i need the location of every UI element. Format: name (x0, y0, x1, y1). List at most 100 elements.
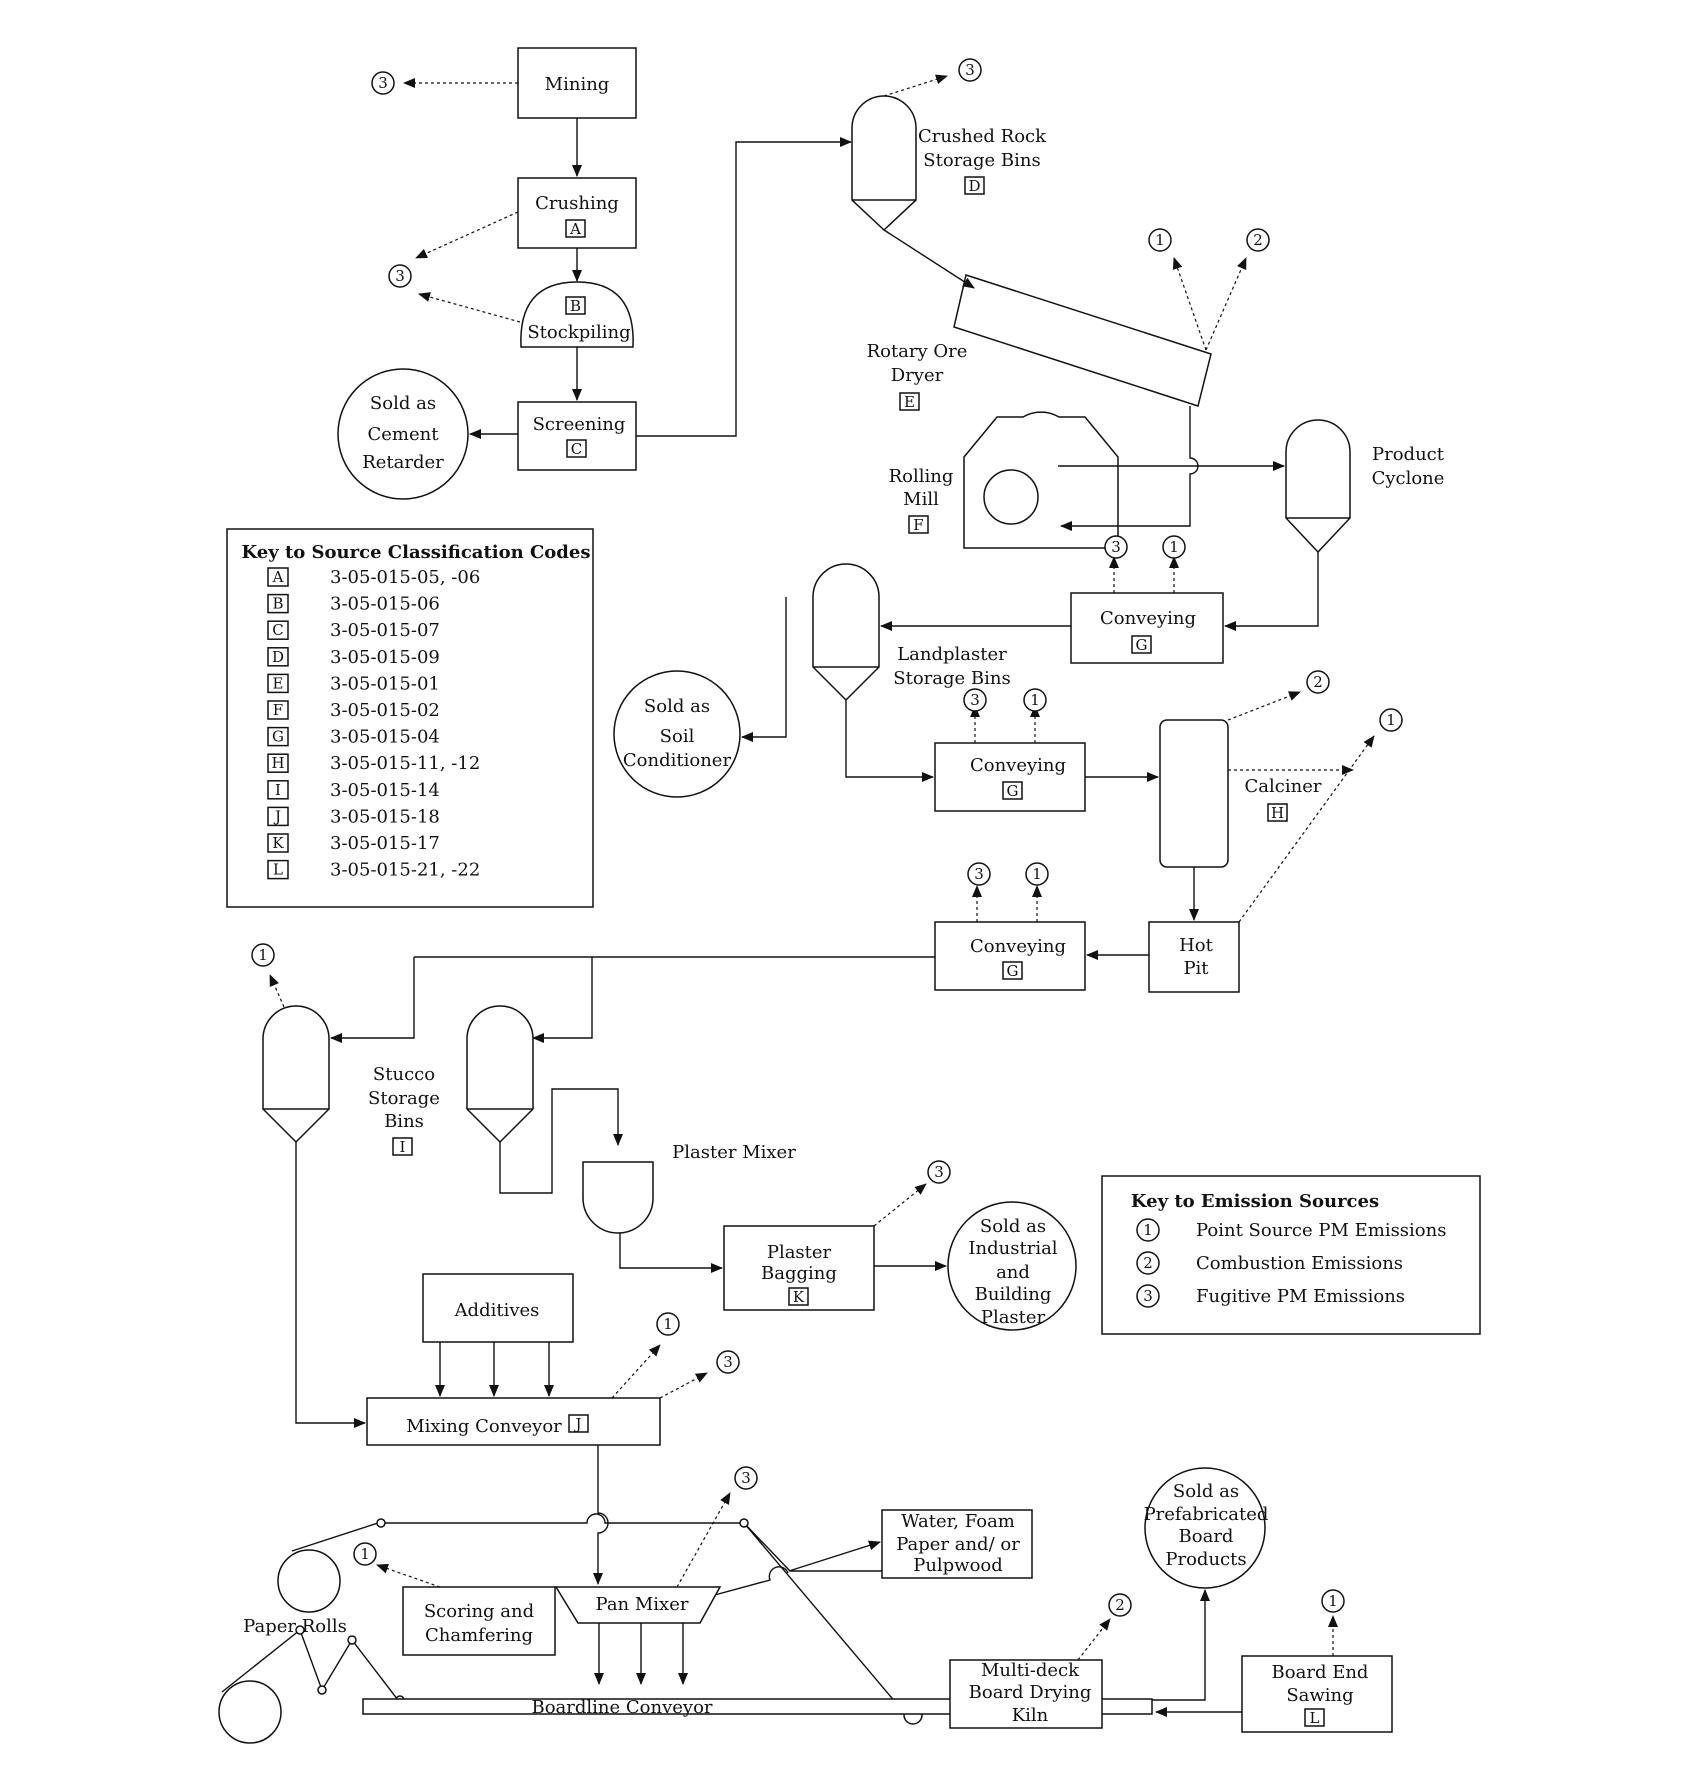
emission-marker-one: 1 (1162, 535, 1186, 559)
pan-mixer: Pan Mixer (554, 1586, 722, 1624)
scc-key-code: H (271, 754, 284, 772)
emission-marker-one: 1 (1379, 708, 1403, 732)
additives-box: Additives (422, 1273, 574, 1343)
plaster-bagging-box: Plaster Bagging K (723, 1225, 875, 1311)
scc-key-code: B (272, 595, 283, 613)
product-cyclone-label-1: Product (1372, 444, 1445, 465)
emission-key-number: 3 (1143, 1287, 1153, 1305)
scc-key-value: 3-05-015-04 (330, 727, 440, 748)
emission-marker-number: 3 (965, 61, 975, 79)
emission-key-label: Combustion Emissions (1196, 1253, 1403, 1274)
stucco-label-2: Storage (368, 1088, 440, 1109)
emission-key-label: Point Source PM Emissions (1196, 1220, 1446, 1241)
emission-key-number: 1 (1143, 1221, 1153, 1239)
conveying-box-upper: Conveying G (1070, 592, 1224, 664)
scc-key-value: 3-05-015-14 (330, 780, 440, 801)
prefab-board-line3: Board (1179, 1526, 1234, 1547)
emission-marker-three: 3 (927, 1160, 951, 1184)
emission-marker-number: 1 (1030, 691, 1040, 709)
industrial-plaster-product: Sold as Industrial and Building Plaster (947, 1201, 1077, 1331)
rotary-dryer-label-1: Rotary Ore (867, 341, 968, 362)
soil-conditioner-line1: Sold as (644, 696, 710, 717)
emission-marker-two: 2 (1306, 670, 1330, 694)
calciner-vessel (1159, 719, 1229, 868)
rolling-mill-label-1: Rolling (889, 466, 954, 487)
emission-marker-number: 1 (360, 1545, 370, 1563)
industrial-plaster-line2: Industrial (968, 1238, 1057, 1259)
screening-box: Screening C (517, 401, 637, 471)
scc-key-value: 3-05-015-06 (330, 594, 440, 615)
emission-marker-one: 1 (1148, 228, 1172, 252)
conveying-label-lower: Conveying (970, 936, 1066, 957)
kiln-box: Multi-deck Board Drying Kiln (949, 1659, 1103, 1729)
emission-marker-number: 2 (1253, 231, 1263, 249)
soil-conditioner-line3: Conditioner (623, 750, 732, 771)
mining-box: Mining (517, 47, 637, 119)
rolling-mill (963, 411, 1119, 549)
emission-marker-three: 3 (734, 1466, 758, 1490)
scoring-label-1: Scoring and (424, 1601, 534, 1622)
emission-marker-number: 3 (974, 865, 984, 883)
screening-label: Screening (533, 414, 626, 435)
scc-key-value: 3-05-015-21, -22 (330, 860, 480, 881)
board-end-sawing-box: Board End Sawing L (1241, 1655, 1393, 1733)
emission-marker-number: 3 (934, 1163, 944, 1181)
pan-mixer-label: Pan Mixer (596, 1594, 689, 1615)
plaster-bagging-label-2: Bagging (761, 1263, 837, 1284)
boardline-label: Boardline Conveyor (531, 1697, 712, 1718)
stucco-label-1: Stucco (373, 1064, 435, 1085)
scc-key-row: J 3-05-015-18 (267, 806, 440, 827)
prefab-board-line1: Sold as (1173, 1481, 1239, 1502)
scc-key-code: J (273, 807, 281, 825)
scc-key-value: 3-05-015-18 (330, 806, 440, 827)
scc-key-value: 3-05-015-09 (330, 647, 440, 668)
cement-retarder-line1: Sold as (370, 393, 436, 414)
scoring-chamfering-box: Scoring and Chamfering (402, 1586, 556, 1656)
emission-marker-number: 1 (1032, 865, 1042, 883)
stockpiling-label: Stockpiling (527, 322, 630, 343)
scc-key-code: C (272, 621, 283, 639)
paper-roll-upper (277, 1549, 341, 1613)
code-i: I (400, 1138, 406, 1156)
emission-marker-number: 1 (258, 946, 268, 964)
kiln-label-2: Board Drying (969, 1682, 1092, 1703)
board-end-label-2: Sawing (1286, 1685, 1353, 1706)
emission-marker-one: 1 (1025, 862, 1049, 886)
cement-retarder-product: Sold as Cement Retarder (337, 368, 469, 500)
scc-key-value: 3-05-015-05, -06 (330, 567, 480, 588)
soil-conditioner-product: Sold as Soil Conditioner (613, 670, 741, 798)
code-k: K (793, 1288, 805, 1306)
scc-key-code: F (273, 701, 283, 719)
emission-marker-one: 1 (251, 943, 275, 967)
landplaster-label-2: Storage Bins (893, 668, 1010, 689)
emission-marker-number: 3 (970, 691, 980, 709)
hot-pit-label-1: Hot (1179, 935, 1214, 956)
emission-marker-number: 1 (1155, 231, 1165, 249)
code-c: C (571, 440, 582, 458)
additives-label: Additives (454, 1300, 540, 1321)
water-foam-line1: Water, Foam (901, 1511, 1015, 1532)
calciner-label: Calciner (1245, 776, 1322, 797)
stucco-bin-right (466, 1005, 534, 1144)
scc-key-code: L (273, 861, 283, 879)
emission-marker-number: 3 (395, 267, 405, 285)
mixing-conveyor-box: Mixing Conveyor J (366, 1397, 661, 1446)
board-end-label-1: Board End (1272, 1662, 1369, 1683)
crushed-rock-bin (851, 95, 917, 232)
scc-key-code: E (273, 674, 284, 692)
industrial-plaster-line1: Sold as (980, 1216, 1046, 1237)
industrial-plaster-line5: Plaster (981, 1307, 1046, 1328)
emission-marker-two: 2 (1246, 228, 1270, 252)
emission-marker-number: 3 (378, 74, 388, 92)
product-cyclone (1285, 419, 1351, 554)
soil-conditioner-line2: Soil (660, 726, 695, 747)
water-foam-line3: Pulpwood (913, 1555, 1003, 1576)
conveying-box-lower: Conveying G (934, 921, 1086, 991)
